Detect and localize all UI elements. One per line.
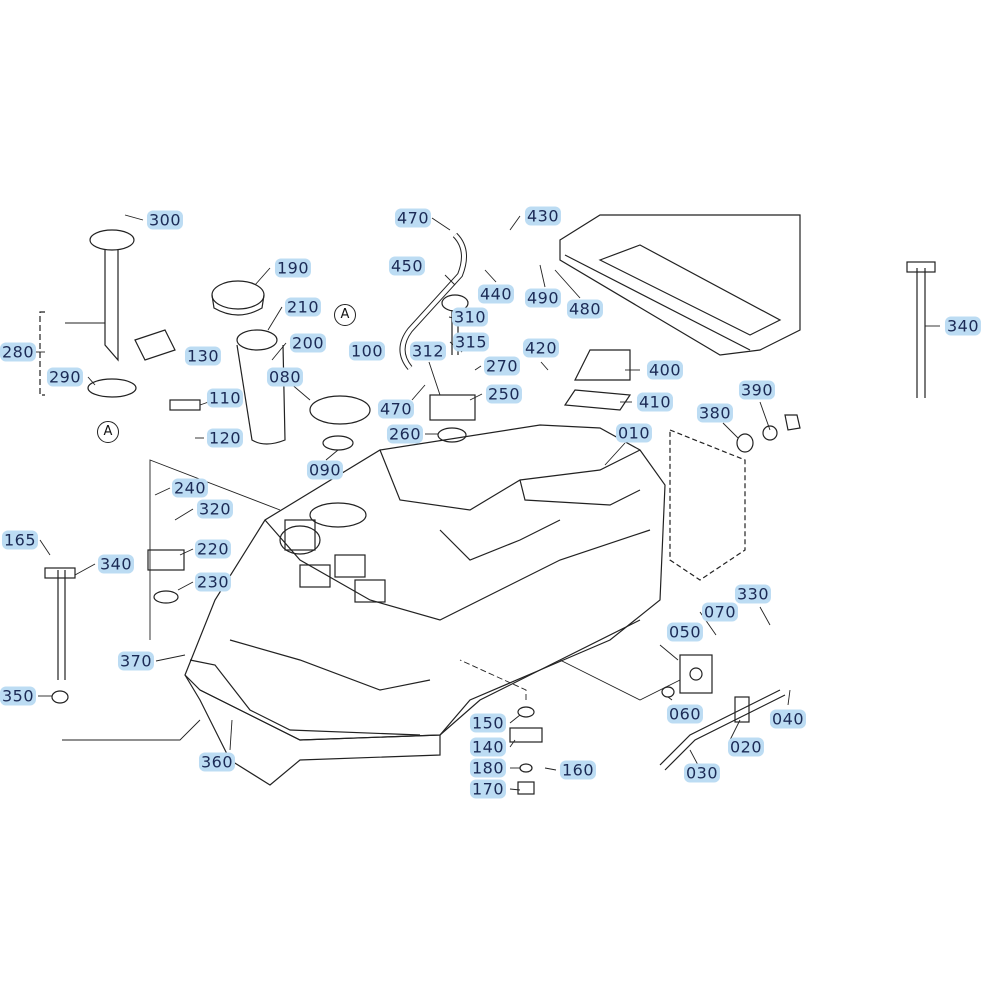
part-label-312[interactable]: 312: [409, 341, 447, 361]
part-label-060[interactable]: 060: [666, 704, 704, 724]
part-label-480[interactable]: 480: [566, 299, 604, 319]
leader-lines: [35, 214, 940, 791]
part-label-340[interactable]: 340: [944, 316, 982, 336]
part-label-350[interactable]: 350: [0, 686, 37, 706]
part-label-100[interactable]: 100: [348, 341, 386, 361]
part-label-050[interactable]: 050: [666, 622, 704, 642]
part-label-250[interactable]: 250: [485, 384, 523, 404]
part-label-120[interactable]: 120: [206, 428, 244, 448]
part-label-440[interactable]: 440: [477, 284, 515, 304]
reference-mark-a: A: [97, 421, 119, 443]
part-label-200[interactable]: 200: [289, 333, 327, 353]
part-label-070[interactable]: 070: [701, 602, 739, 622]
part-label-170[interactable]: 170: [469, 779, 507, 799]
part-label-040[interactable]: 040: [769, 709, 807, 729]
part-label-090[interactable]: 090: [306, 460, 344, 480]
fuel-gauge-sender: [39, 229, 176, 398]
part-label-320[interactable]: 320: [196, 499, 234, 519]
part-label-490[interactable]: 490: [524, 288, 562, 308]
part-label-360[interactable]: 360: [198, 752, 236, 772]
part-label-150[interactable]: 150: [469, 713, 507, 733]
part-label-210[interactable]: 210: [284, 297, 322, 317]
part-label-315[interactable]: 315: [452, 332, 490, 352]
part-label-380[interactable]: 380: [696, 403, 734, 423]
part-label-220[interactable]: 220: [194, 539, 232, 559]
part-label-160[interactable]: 160: [559, 760, 597, 780]
part-label-020[interactable]: 020: [727, 737, 765, 757]
part-label-300[interactable]: 300: [146, 210, 184, 230]
part-label-420[interactable]: 420: [522, 338, 560, 358]
part-label-180[interactable]: 180: [469, 758, 507, 778]
part-label-410[interactable]: 410: [636, 392, 674, 412]
part-label-280[interactable]: 280: [0, 342, 37, 362]
part-label-470[interactable]: 470: [377, 399, 415, 419]
part-label-260[interactable]: 260: [386, 424, 424, 444]
part-label-450[interactable]: 450: [388, 256, 426, 276]
part-label-470[interactable]: 470: [394, 208, 432, 228]
part-label-110[interactable]: 110: [206, 388, 244, 408]
part-label-230[interactable]: 230: [194, 572, 232, 592]
part-label-340[interactable]: 340: [97, 554, 135, 574]
frame-bracket: [559, 214, 801, 581]
part-label-310[interactable]: 310: [451, 307, 489, 327]
part-label-010[interactable]: 010: [615, 423, 653, 443]
part-label-080[interactable]: 080: [266, 367, 304, 387]
part-label-130[interactable]: 130: [184, 346, 222, 366]
part-label-190[interactable]: 190: [274, 258, 312, 278]
reference-mark-a: A: [334, 304, 356, 326]
fuel-tank: [184, 424, 666, 786]
part-label-165[interactable]: 165: [1, 530, 39, 550]
part-label-330[interactable]: 330: [734, 584, 772, 604]
part-label-390[interactable]: 390: [738, 380, 776, 400]
pipes: [44, 261, 936, 795]
part-label-240[interactable]: 240: [171, 478, 209, 498]
part-label-030[interactable]: 030: [683, 763, 721, 783]
part-label-140[interactable]: 140: [469, 737, 507, 757]
filler-neck: [211, 280, 371, 528]
part-label-430[interactable]: 430: [524, 206, 562, 226]
part-label-270[interactable]: 270: [483, 356, 521, 376]
part-label-290[interactable]: 290: [46, 367, 84, 387]
part-label-400[interactable]: 400: [646, 360, 684, 380]
part-label-370[interactable]: 370: [117, 651, 155, 671]
